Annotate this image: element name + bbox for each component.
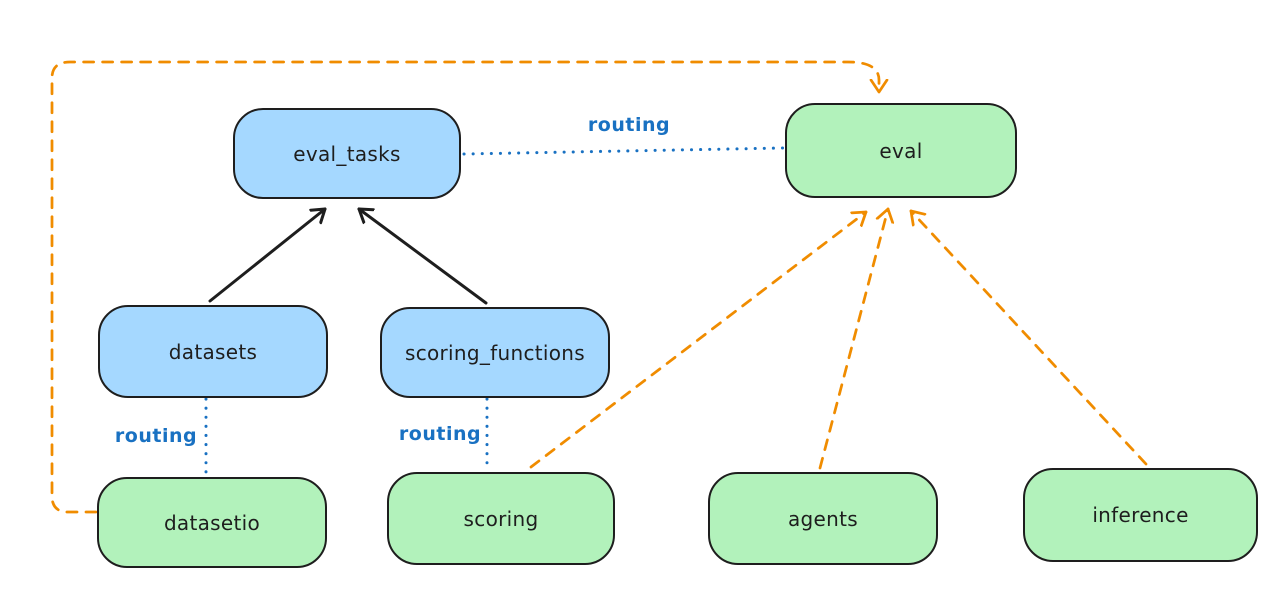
- routing-label-datasets-to-datasetio: routing: [114, 425, 198, 447]
- node-eval-label: eval: [879, 138, 923, 163]
- node-datasets: datasets: [98, 305, 328, 398]
- node-eval-tasks: eval_tasks: [233, 108, 461, 199]
- node-eval: eval: [785, 103, 1017, 198]
- edge-eval-tasks-to-eval: [462, 146, 785, 156]
- node-inference-label: inference: [1092, 503, 1189, 527]
- node-scoring-label: scoring: [463, 506, 539, 531]
- edge-datasetio-to-eval-loop: [50, 60, 879, 514]
- routing-label-eval-tasks-to-eval: routing: [587, 114, 671, 136]
- node-scoring-functions: scoring_functions: [380, 307, 610, 398]
- node-eval-tasks-label: eval_tasks: [293, 141, 401, 166]
- edge-scoring-to-eval: [529, 210, 868, 469]
- node-scoring-functions-label: scoring_functions: [404, 340, 586, 365]
- node-scoring: scoring: [387, 472, 615, 565]
- node-datasetio-label: datasetio: [163, 510, 261, 535]
- edge-inference-to-eval: [909, 209, 1148, 466]
- node-datasets-label: datasets: [168, 339, 258, 364]
- routing-label-scoring-functions-to-scoring: routing: [398, 423, 482, 445]
- node-agents-label: agents: [788, 506, 858, 531]
- edge-agents-to-eval: [818, 207, 888, 470]
- node-agents: agents: [708, 472, 938, 565]
- node-inference: inference: [1023, 468, 1258, 562]
- node-datasetio: datasetio: [97, 477, 327, 568]
- edge-datasets-to-eval-tasks: [208, 207, 327, 303]
- edge-scoring-functions-to-eval-tasks: [357, 207, 488, 305]
